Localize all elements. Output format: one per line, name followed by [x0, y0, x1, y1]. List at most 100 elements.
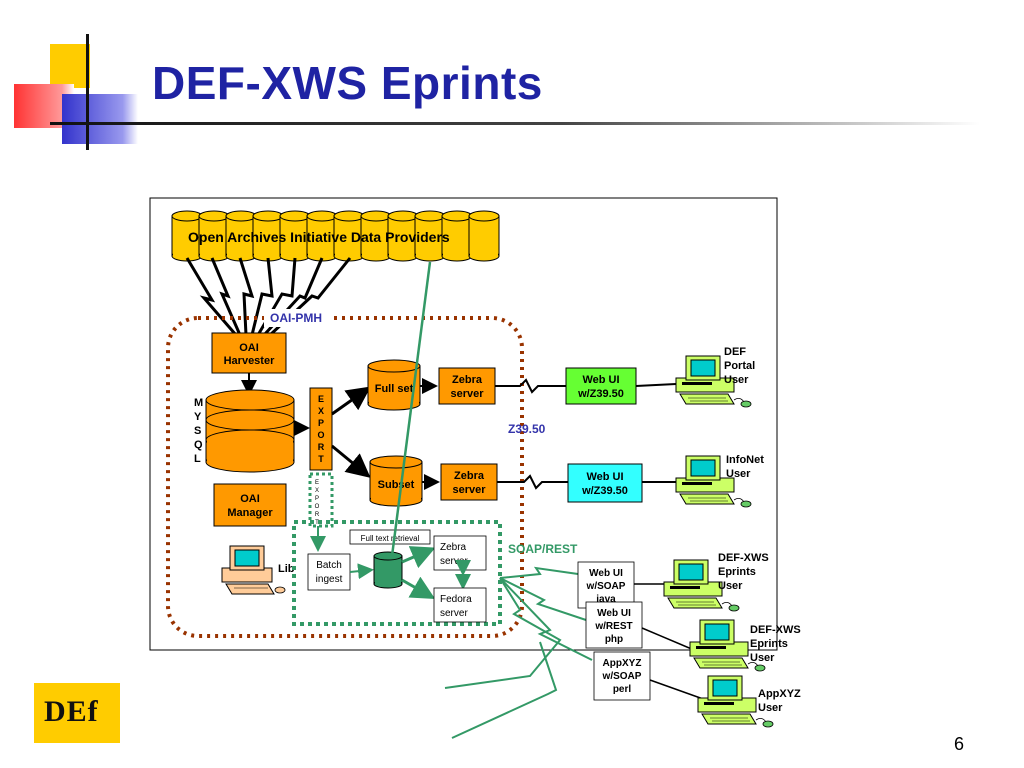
- export-small-dotted-box: [308, 472, 334, 528]
- user4-line-1: DEF-XWS: [750, 624, 801, 636]
- zebra3-line-2: server: [440, 556, 468, 567]
- webui-z3950-box-1: [565, 367, 637, 405]
- green-dotted-boundary: [292, 520, 502, 626]
- oai-pmh-label-bg: [264, 309, 334, 327]
- harvester-line-2: Harvester: [224, 355, 275, 367]
- webui-rest-line-3: php: [605, 634, 623, 645]
- mysql-database: [205, 389, 295, 473]
- webui-soap-line-1: Web UI: [589, 568, 623, 579]
- decor-blue-square: [62, 94, 138, 144]
- mysql-letter: S: [194, 425, 201, 437]
- providers-label: Open Archives Initiative Data Providers: [188, 229, 450, 245]
- export-small-letter: T: [315, 520, 319, 526]
- harvester-line-1: OAI: [239, 342, 259, 354]
- batch-to-store-arrow: [349, 563, 374, 580]
- user1-line-2: Portal: [724, 360, 755, 372]
- export-small-letter: E: [315, 480, 319, 486]
- user4-line-3: User: [750, 652, 775, 664]
- mysql-letter: Y: [194, 411, 202, 423]
- zebra2-line-2: server: [452, 484, 486, 496]
- manager-line-1: OAI: [240, 493, 260, 505]
- z3950-label: Z39.50: [508, 422, 546, 436]
- user2-line-2: User: [726, 468, 751, 480]
- user2-line-1: InfoNet: [726, 454, 764, 466]
- appxyz-soap-perl-box: [593, 651, 651, 701]
- export-to-fullset-arrow: [331, 386, 371, 416]
- full-text-retrieval-label: Full text retrieval: [361, 534, 420, 543]
- harvest-lines: [185, 257, 352, 337]
- webui-soap-line-2: w/SOAP: [586, 581, 626, 592]
- export-box: [309, 387, 333, 471]
- subset-cylinder: [369, 455, 423, 507]
- fedora-line-1: Fedora: [440, 594, 472, 605]
- export-to-subset-arrow: [331, 444, 371, 478]
- webui1-line-1: Web UI: [582, 374, 619, 386]
- appxyz-line-2: w/SOAP: [602, 671, 642, 682]
- page-number: 6: [953, 734, 964, 754]
- title-underline: [50, 122, 980, 125]
- store-to-zebra3-arrow: [401, 546, 436, 569]
- slide-title: DEF-XWS Eprints: [152, 57, 543, 109]
- full-text-retrieval-line: [390, 261, 432, 557]
- provider-cylinder: [333, 210, 365, 262]
- provider-cylinder: [441, 210, 473, 262]
- fedora-server-box: [433, 587, 487, 623]
- def-logo-text: DEf: [44, 695, 99, 728]
- full-set-cylinder: [367, 359, 421, 411]
- provider-cylinder: [279, 210, 311, 262]
- batch-line-2: ingest: [316, 574, 343, 585]
- batch-line-1: Batch: [316, 560, 342, 571]
- data-provider-cylinders: [171, 210, 500, 262]
- webui-rest-php-box: [585, 601, 643, 649]
- provider-cylinder: [225, 210, 257, 262]
- export-small-letter: P: [315, 496, 319, 502]
- mysql-letter: L: [194, 453, 201, 465]
- batch-ingest-box: [307, 553, 351, 591]
- webui-soap-line-3: java: [595, 594, 616, 605]
- webui1-line-2: w/Z39.50: [577, 388, 624, 400]
- mysql-letter: M: [194, 397, 203, 409]
- oai-pmh-label: OAI-PMH: [270, 311, 322, 325]
- user3-line-1: DEF-XWS: [718, 552, 769, 564]
- green-storage-cylinder: [373, 551, 403, 589]
- user1-line-3: User: [724, 374, 749, 386]
- user4-line-2: Eprints: [750, 638, 788, 650]
- provider-cylinder: [387, 210, 419, 262]
- decor-squares: [0, 0, 150, 160]
- subset-label: Subset: [378, 479, 415, 491]
- export-small-letter: O: [315, 504, 320, 510]
- store-to-fedora-arrow: [401, 576, 436, 599]
- webui1-to-user: [635, 383, 677, 387]
- appxyz-line-1: AppXYZ: [603, 658, 642, 669]
- user1-line-1: DEF: [724, 346, 746, 358]
- provider-cylinder: [252, 210, 284, 262]
- provider-cylinder: [171, 210, 203, 262]
- export-letter: T: [318, 454, 324, 464]
- user5-line-1: AppXYZ: [758, 688, 801, 700]
- webui-z3950-box-2: [567, 463, 643, 503]
- lib-label: Lib: [278, 563, 295, 575]
- export-letter: R: [318, 442, 325, 452]
- soap-rest-label: SOAP/REST: [508, 542, 578, 556]
- export-letter: O: [317, 430, 324, 440]
- provider-cylinder: [360, 210, 392, 262]
- user3-line-2: Eprints: [718, 566, 756, 578]
- def-logo: DEf: [34, 683, 120, 743]
- decor-vertical-line: [86, 34, 89, 150]
- zebra-server-2: [440, 463, 498, 501]
- z3950-link-1: [495, 378, 566, 394]
- zebra3-line-1: Zebra: [440, 542, 467, 553]
- z3950-link-2: [497, 474, 568, 490]
- zebra2-line-1: Zebra: [454, 470, 485, 482]
- export-letter: P: [318, 418, 324, 428]
- export-letter: X: [318, 406, 324, 416]
- user3-line-3: User: [718, 580, 743, 592]
- export-small-letter: R: [315, 512, 320, 518]
- mysql-letter: Q: [194, 439, 203, 451]
- lib-computer-icon: [221, 545, 286, 595]
- oai-manager-box: [213, 483, 287, 527]
- provider-cylinder: [306, 210, 338, 262]
- mysql-letters: M Y S Q L: [194, 397, 203, 465]
- manager-line-2: Manager: [227, 507, 273, 519]
